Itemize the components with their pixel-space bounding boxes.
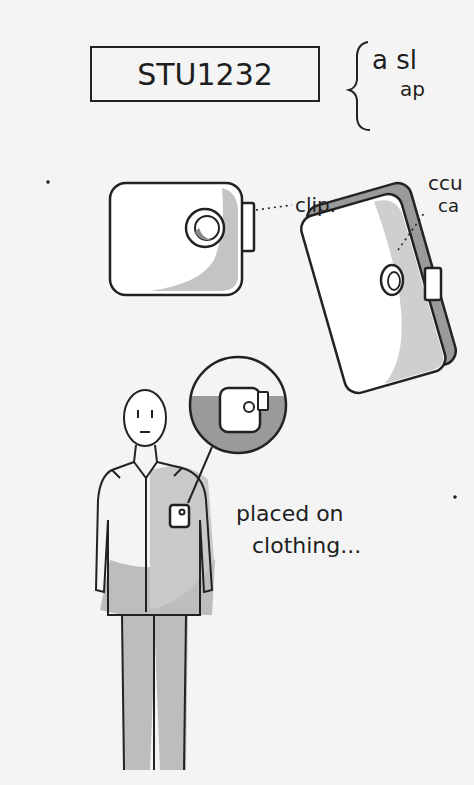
camera-front [110, 183, 254, 295]
dot [46, 180, 50, 184]
label-box: STU1232 [90, 46, 320, 102]
detail-bubble [188, 357, 286, 503]
note-label: clip. [295, 194, 336, 216]
note-label: placed on [236, 502, 344, 526]
note-label: ap [400, 78, 425, 100]
leader-line [256, 205, 292, 210]
note-label: ccu [428, 172, 463, 194]
leader-line [398, 212, 425, 250]
note-label: ca [438, 196, 459, 216]
note-label: a sl [372, 46, 417, 75]
part-number: STU1232 [137, 58, 273, 91]
person-figure [96, 390, 215, 770]
bracket [349, 42, 370, 130]
camera-angled [296, 180, 460, 397]
note-label: clothing... [252, 534, 361, 558]
dot [453, 495, 457, 499]
